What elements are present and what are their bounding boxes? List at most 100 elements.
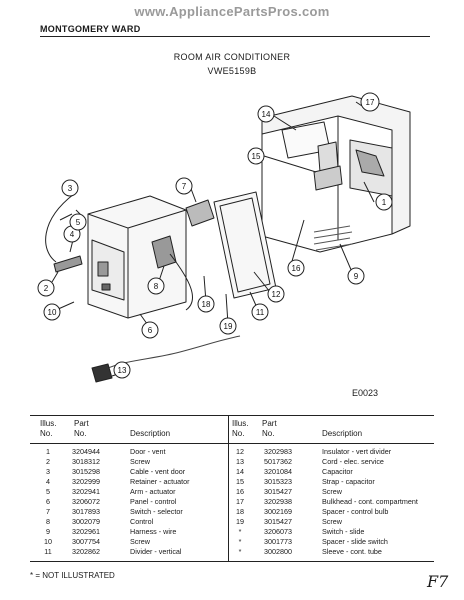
callout-2: 2	[37, 279, 55, 297]
cell-illus: 19	[236, 517, 244, 526]
callout-8: 8	[147, 277, 165, 295]
svg-text:18: 18	[202, 300, 211, 309]
callout-9: 9	[347, 267, 365, 285]
cell-desc: Spacer - control bulb	[322, 507, 389, 516]
cell-illus: 17	[236, 497, 244, 506]
svg-text:6: 6	[148, 326, 153, 335]
cell-desc: Insulator - vert divider	[322, 447, 392, 456]
cell-part: 3202999	[72, 477, 100, 486]
cell-desc: Retainer - actuator	[130, 477, 190, 486]
callout-17: 17	[360, 92, 380, 112]
exploded-parts-diagram: 1 2 3 4 5 6 7 8 9 10 11 12 13 14 15 16 1…	[37, 92, 411, 383]
col-illus-right: Illus. No.	[232, 419, 249, 438]
cell-desc: Arm - actuator	[130, 487, 176, 496]
cell-desc: Screw	[322, 517, 342, 526]
svg-text:4: 4	[70, 230, 75, 239]
callout-18: 18	[197, 295, 215, 313]
cell-illus: 9	[46, 527, 50, 536]
cell-illus: 12	[236, 447, 244, 456]
svg-text:12: 12	[272, 290, 281, 299]
cell-part: 3202983	[264, 447, 292, 456]
callout-13: 13	[113, 361, 131, 379]
cell-illus: 18	[236, 507, 244, 516]
callout-10: 10	[43, 303, 61, 321]
cell-desc: Strap - capacitor	[322, 477, 375, 486]
svg-text:10: 10	[48, 308, 57, 317]
page-title: ROOM AIR CONDITIONER	[173, 52, 291, 62]
cell-part: 3015323	[264, 477, 292, 486]
callout-12: 12	[267, 285, 285, 303]
col-part-left: Part No.	[74, 419, 89, 438]
callout-14: 14	[257, 105, 275, 123]
cell-desc: Switch - selector	[130, 507, 183, 516]
cell-part: 3201084	[264, 467, 292, 476]
handwritten-mark: F7	[427, 572, 449, 591]
cell-desc: Cord - elec. service	[322, 457, 384, 466]
col-desc-left: Description	[130, 429, 171, 438]
callout-7: 7	[175, 177, 193, 195]
svg-text:16: 16	[292, 264, 301, 273]
svg-text:2: 2	[44, 284, 49, 293]
cell-part: 3007754	[72, 537, 100, 546]
model-number: VWE5159B	[207, 66, 257, 76]
svg-text:1: 1	[382, 198, 387, 207]
cell-illus: 8	[46, 517, 50, 526]
cell-part: 5017362	[264, 457, 292, 466]
svg-text:5: 5	[76, 218, 81, 227]
svg-text:19: 19	[224, 322, 233, 331]
cell-part: 3015298	[72, 467, 100, 476]
cell-illus: 3	[46, 467, 50, 476]
col-desc-right: Description	[322, 429, 363, 438]
cell-part: 3002169	[264, 507, 292, 516]
cell-desc: Capacitor	[322, 467, 353, 476]
cell-illus: *	[238, 547, 242, 556]
table-bottom-rule	[30, 561, 434, 562]
cell-illus: 11	[44, 547, 52, 556]
cell-illus: 7	[46, 507, 50, 516]
cell-part: 3202862	[72, 547, 100, 556]
cell-illus: *	[238, 537, 242, 546]
svg-text:17: 17	[366, 98, 375, 107]
cell-illus: 2	[46, 457, 50, 466]
svg-text:9: 9	[354, 272, 359, 281]
cell-desc: Bulkhead - cont. compartment	[322, 497, 418, 506]
cell-desc: Sleeve - cont. tube	[322, 547, 382, 556]
table-divider	[228, 415, 229, 561]
svg-text:13: 13	[118, 366, 127, 375]
cell-desc: Switch - slide	[322, 527, 365, 536]
cell-illus: 10	[44, 537, 52, 546]
footnote: * = NOT ILLUSTRATED	[30, 571, 115, 580]
cell-desc: Harness - wire	[130, 527, 177, 536]
col-part-right: Part No.	[262, 419, 277, 438]
cell-desc: Panel - control	[130, 497, 177, 506]
cell-part: 3202961	[72, 527, 100, 536]
cell-part: 3018312	[72, 457, 100, 466]
cell-illus: 5	[46, 487, 50, 496]
cell-illus: 16	[236, 487, 244, 496]
cell-part: 3202941	[72, 487, 100, 496]
cell-part: 3204944	[72, 447, 100, 456]
callout-16: 16	[287, 259, 305, 277]
cell-desc: Cable - vent door	[130, 467, 186, 476]
callout-15: 15	[247, 147, 265, 165]
svg-text:15: 15	[252, 152, 261, 161]
svg-text:7: 7	[182, 182, 187, 191]
cell-part: 3206072	[72, 497, 100, 506]
cell-illus: 6	[46, 497, 50, 506]
cell-desc: Screw	[130, 537, 150, 546]
cell-desc: Control	[130, 517, 154, 526]
header-rule	[40, 36, 430, 37]
cell-desc: Screw	[322, 487, 342, 496]
table-header-rule	[30, 443, 434, 444]
cell-part: 3002079	[72, 517, 100, 526]
cell-desc: Divider - vertical	[130, 547, 182, 556]
callout-19: 19	[219, 317, 237, 335]
diagram-code: E0023	[352, 388, 379, 398]
cell-illus: 14	[236, 467, 244, 476]
svg-text:11: 11	[256, 308, 265, 317]
cell-part: 3017893	[72, 507, 100, 516]
cell-desc: Door - vent	[130, 447, 166, 456]
site-watermark: www.AppliancePartsPros.com	[134, 4, 330, 19]
